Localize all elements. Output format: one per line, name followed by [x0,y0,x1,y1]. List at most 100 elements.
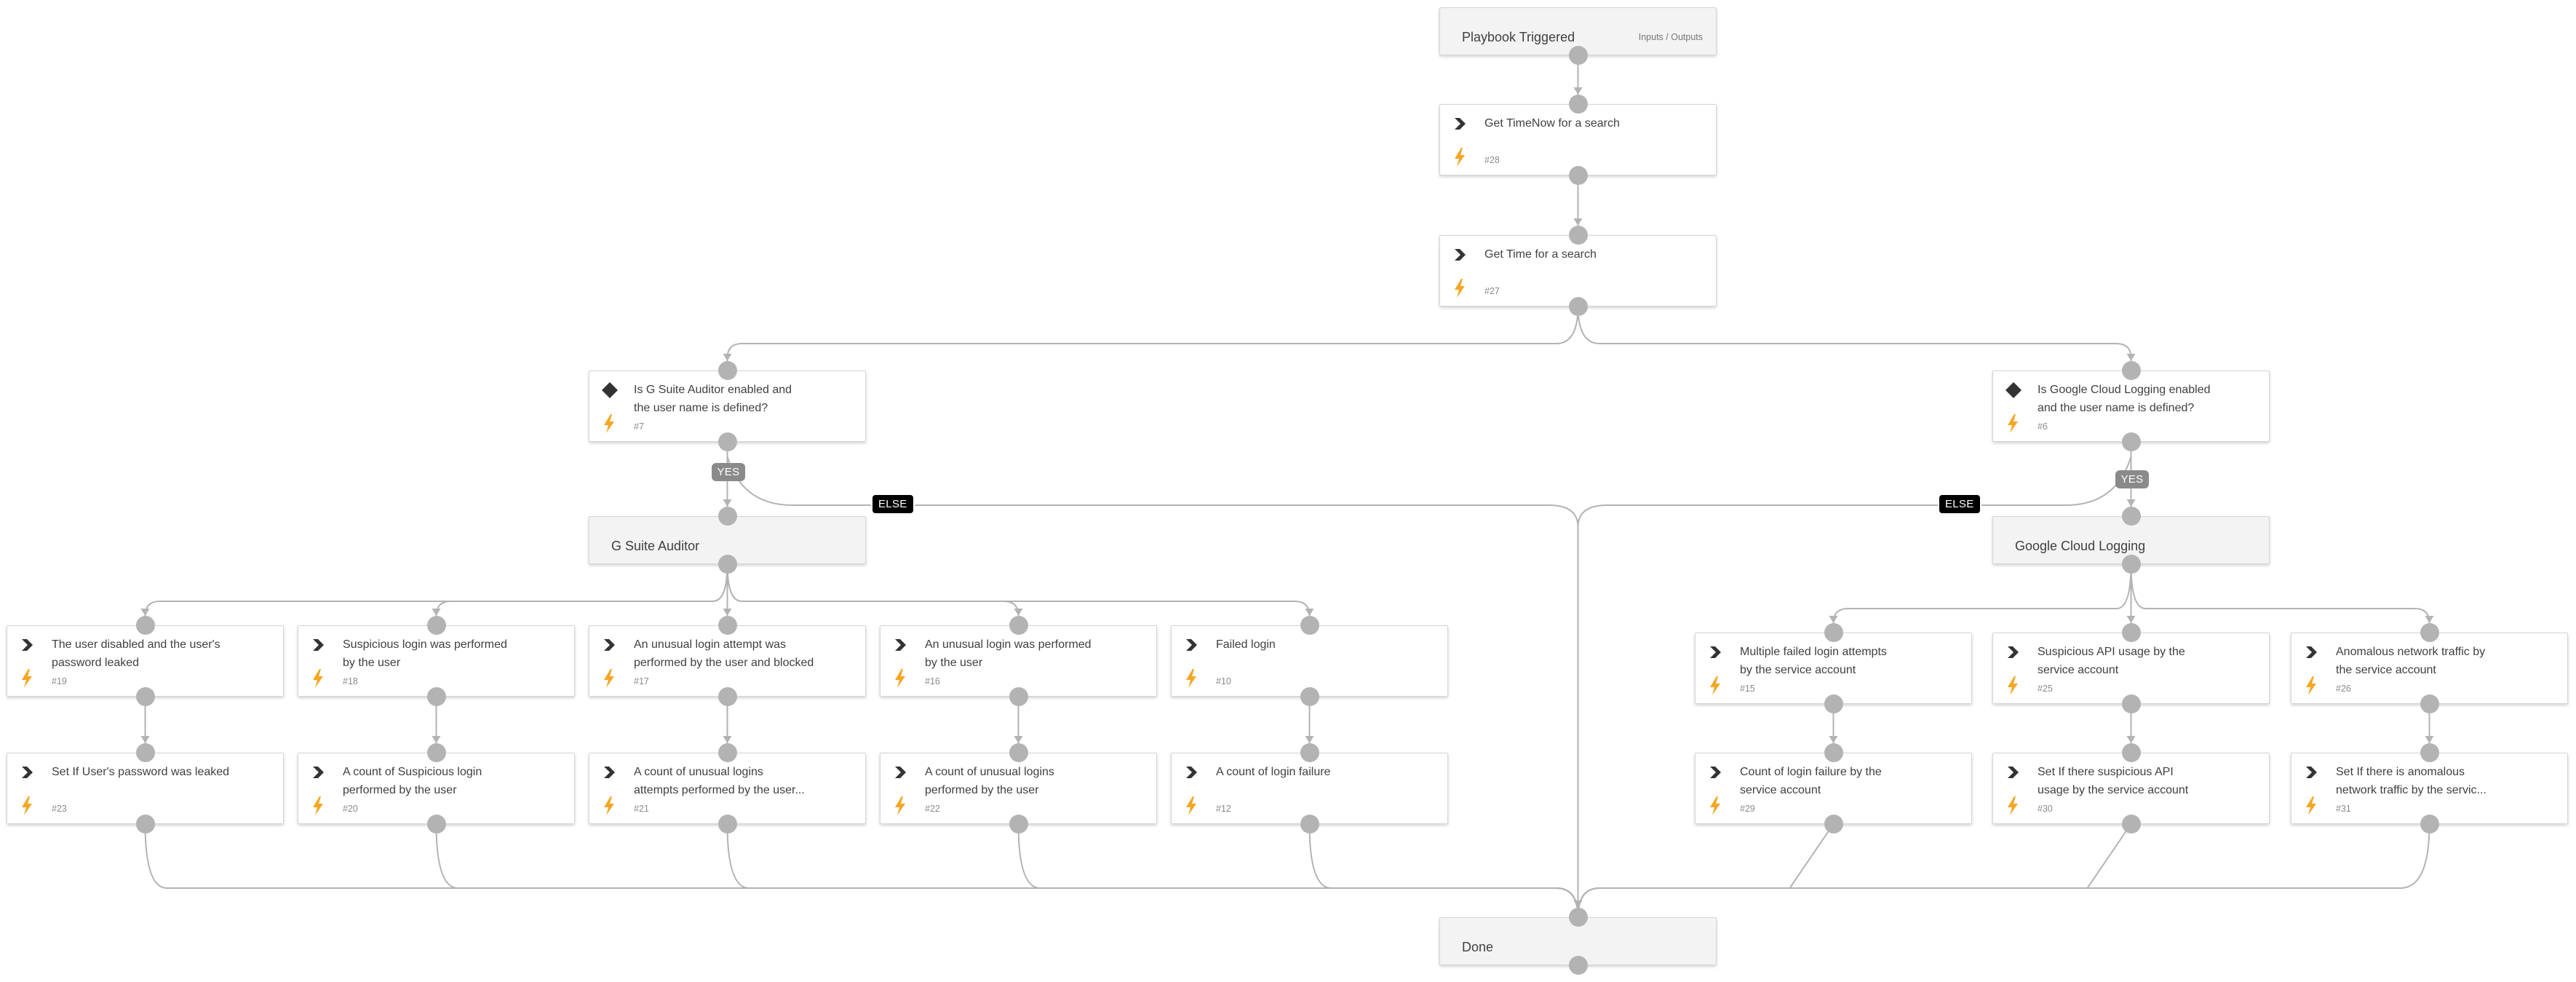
output-port[interactable] [426,687,446,706]
output-port[interactable] [1568,46,1588,65]
output-port[interactable] [1568,956,1588,975]
task-label-line: by the service account [1740,664,1856,676]
input-port[interactable] [717,507,737,526]
arrowhead [432,609,441,616]
task-label-line: network traffic by the servic... [2336,784,2486,796]
output-port[interactable] [2121,432,2141,451]
yes-branch-badge: YES [711,463,746,481]
output-port[interactable] [717,432,737,451]
output-port[interactable] [717,815,737,833]
task-number: #28 [1484,155,1500,165]
input-port[interactable] [1300,743,1319,762]
output-port[interactable] [717,687,737,706]
task-label-line: usage by the service account [2038,784,2189,796]
chevron-right-icon [601,764,619,781]
task-label-line: Get TimeNow for a search [1484,117,1620,130]
yes-branch-badge: YES [2115,470,2150,488]
output-port[interactable] [1009,815,1028,833]
task-number: #29 [1740,804,1755,814]
arrowhead [1014,609,1023,616]
input-port[interactable] [2121,361,2141,380]
task-29[interactable]: Count of login failure by the service acc… [1695,753,1972,824]
task-label-line: Count of login failure by the [1740,766,1882,778]
connector-line [1577,823,2132,918]
input-port[interactable] [1568,226,1588,245]
output-port[interactable] [1300,687,1319,706]
task-23[interactable]: Set If User's password was leaked#23 [7,753,284,824]
lightning-icon [2005,676,2020,696]
input-port[interactable] [2121,743,2141,762]
output-port[interactable] [426,815,446,833]
done-node-title: Done [1462,940,1494,954]
inputs-outputs-link[interactable]: Inputs / Outputs [1638,32,1703,42]
chevron-right-icon [1707,764,1725,781]
input-port[interactable] [426,743,446,762]
chevron-right-icon [19,764,36,781]
input-port[interactable] [2121,623,2141,642]
input-port[interactable] [1009,743,1028,762]
task-label-line: Is Google Cloud Logging enabled [2038,384,2211,396]
input-port[interactable] [135,616,155,635]
output-port[interactable] [135,687,155,706]
task-label-line: service account [1740,784,1821,796]
task-label-line: An unusual login attempt was [634,638,787,651]
task-label-line: A count of unusual logins [925,766,1054,778]
task-label: A count of login failure [1216,763,1427,781]
task-number: #20 [343,804,358,814]
task-27[interactable]: Get Time for a search#27 [1439,235,1717,306]
output-port[interactable] [135,815,155,833]
input-port[interactable] [717,361,737,380]
input-port[interactable] [717,743,737,762]
output-port[interactable] [2420,815,2439,833]
input-port[interactable] [1009,616,1028,635]
task-12[interactable]: A count of login failure#12 [1171,753,1448,824]
task-number: #23 [52,804,67,814]
input-port[interactable] [2420,743,2439,762]
output-port[interactable] [1568,166,1588,185]
input-port[interactable] [2121,507,2141,526]
output-port[interactable] [2121,815,2141,833]
input-port[interactable] [717,616,737,635]
output-port[interactable] [1824,815,1843,833]
input-port[interactable] [1568,908,1588,927]
input-port[interactable] [1300,616,1319,635]
output-port[interactable] [1009,687,1028,706]
output-port[interactable] [2121,694,2141,713]
lightning-icon [893,668,907,689]
input-port[interactable] [1824,743,1843,762]
output-port[interactable] [1824,694,1843,713]
task-10[interactable]: Failed login#10 [1171,625,1448,697]
input-port[interactable] [426,616,446,635]
input-port[interactable] [135,743,155,762]
output-port[interactable] [1300,815,1319,833]
input-port[interactable] [1824,623,1843,642]
task-label-line: password leaked [52,657,140,669]
input-port[interactable] [2420,623,2439,642]
output-port[interactable] [1568,297,1588,316]
output-port[interactable] [2420,694,2439,713]
output-port[interactable] [717,555,737,574]
task-number: #26 [2336,684,2351,694]
lightning-icon [1452,278,1467,298]
input-port[interactable] [1568,95,1588,114]
lightning-icon [1184,668,1198,689]
output-port[interactable] [2121,555,2141,574]
task-28[interactable]: Get TimeNow for a search #28 [1439,104,1717,175]
else-branch-badge: ELSE [1938,494,1981,515]
